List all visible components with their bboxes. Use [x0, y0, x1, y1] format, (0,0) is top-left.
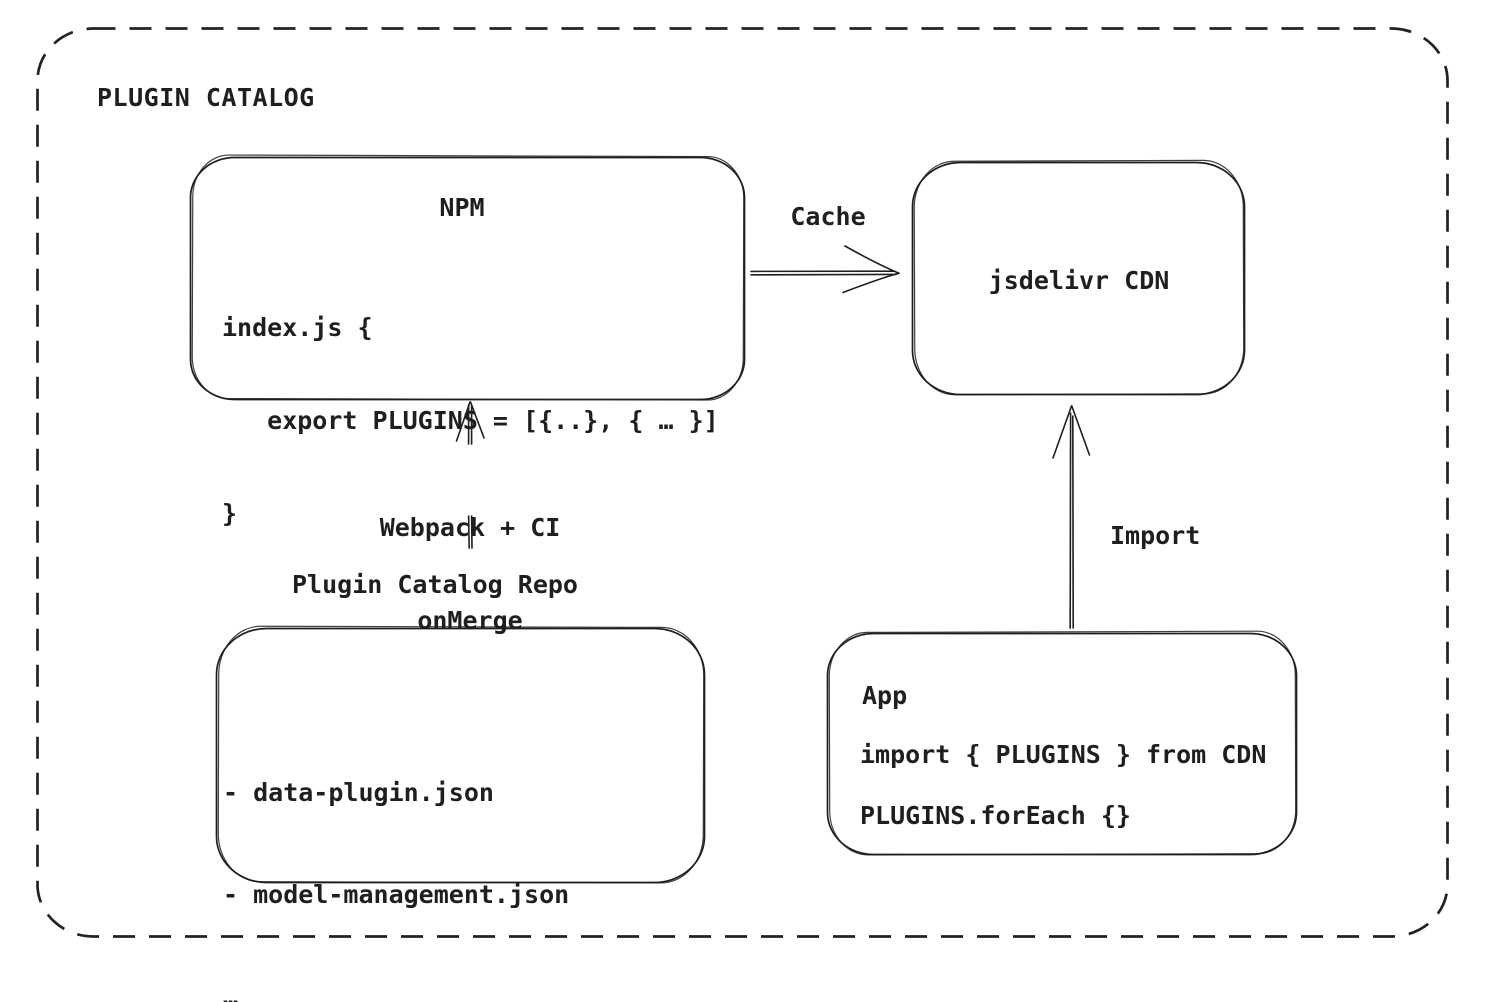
plugin-catalog-frame — [36, 27, 1449, 938]
repo-item: - data-plugin.json — [223, 778, 494, 807]
npm-code-line: export PLUGINS = [{..}, { … }] — [222, 406, 719, 435]
npm-box-title: NPM — [439, 193, 485, 222]
build-arrow — [455, 401, 485, 549]
npm-code-line: } — [222, 499, 238, 528]
build-arrow-label-line1: Webpack + CI — [379, 513, 561, 542]
cdn-box — [911, 159, 1246, 396]
app-box — [826, 630, 1298, 856]
build-arrow-label-line2: onMerge — [417, 606, 523, 635]
npm-box — [189, 154, 746, 401]
import-arrow-label: Import — [1110, 521, 1201, 550]
cdn-box-label: jsdelivr CDN — [988, 266, 1170, 295]
diagram-title: PLUGIN CATALOG — [97, 83, 315, 112]
repo-item: … — [223, 982, 239, 1002]
repo-box-label: Plugin Catalog Repo — [292, 570, 578, 599]
repo-items-block: - data-plugin.json - model-management.js… — [223, 708, 569, 1002]
npm-code-line: index.js { — [222, 313, 373, 342]
cache-arrow-label: Cache — [790, 202, 866, 231]
build-arrow-label: Webpack + CI onMerge — [380, 450, 561, 698]
cache-arrow — [750, 245, 900, 294]
repo-item: - model-management.json — [223, 880, 570, 909]
app-box-title: App — [862, 681, 908, 710]
app-code-line: import { PLUGINS } from CDN — [860, 740, 1267, 769]
import-arrow — [1052, 405, 1091, 629]
npm-code-block: index.js { export PLUGINS = [{..}, { … }… — [222, 250, 719, 591]
repo-box — [215, 625, 706, 884]
app-code-line: PLUGINS.forEach {} — [860, 801, 1131, 830]
